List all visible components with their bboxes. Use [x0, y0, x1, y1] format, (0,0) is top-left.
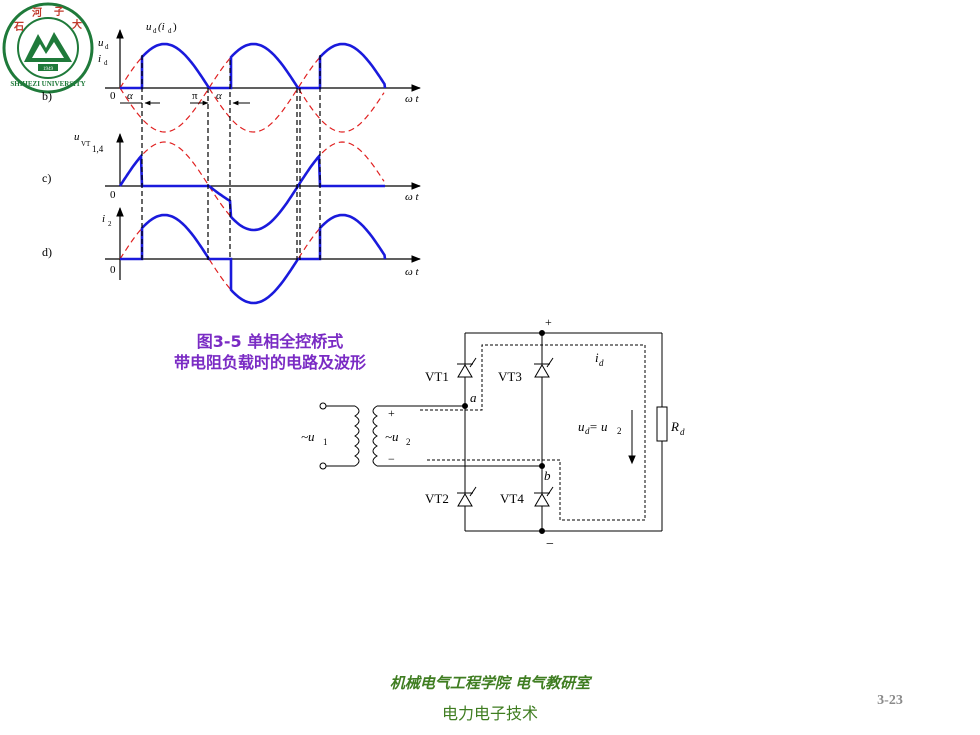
vt3-label: VT3 — [498, 369, 522, 384]
svg-text:VT: VT — [81, 140, 91, 148]
ud-waveform — [120, 42, 387, 90]
d-xlabel: ω t — [405, 266, 420, 278]
node-b-label: b — [544, 468, 551, 483]
d-ylabel: i — [102, 213, 105, 225]
vt1-label: VT1 — [425, 369, 449, 384]
svg-text:2: 2 — [617, 426, 622, 436]
secondary-winding — [372, 405, 378, 467]
b-alpha1: α — [127, 90, 133, 102]
logo-year: 1949 — [43, 67, 54, 72]
thyristor-vt3 — [534, 357, 554, 378]
b-pi: π — [192, 90, 198, 102]
primary-winding — [354, 405, 360, 467]
svg-text:1,4: 1,4 — [92, 144, 104, 154]
node-a-label: a — [470, 390, 477, 405]
vt2-label: VT2 — [425, 491, 449, 506]
b-origin: 0 — [110, 90, 116, 102]
u2-label: ~u — [385, 429, 399, 444]
c-origin: 0 — [110, 189, 116, 201]
university-logo: 1949 石 河 子 大 SHIHEZI UNIVERSITY — [2, 2, 94, 94]
logo-name: SHIHEZI UNIVERSITY — [10, 80, 85, 88]
svg-text:d: d — [105, 43, 109, 51]
figure-caption-line1: 图3-5 单相全控桥式 — [196, 332, 344, 351]
svg-text:1: 1 — [323, 437, 328, 447]
waveform-panel-d: i 2 d) 0 ω t — [42, 207, 421, 305]
thyristor-vt1 — [457, 357, 477, 378]
svg-text:d: d — [680, 427, 685, 437]
circuit-labels: + − VT1 VT3 VT2 VT4 a b i d u d = u 2 R … — [301, 315, 685, 552]
secondary-minus: − — [388, 452, 395, 466]
svg-text:河: 河 — [32, 7, 42, 19]
svg-text:子: 子 — [54, 6, 64, 18]
uvt-waveform — [118, 152, 385, 232]
b-legend-ud: u — [146, 21, 152, 33]
b-alpha2: α — [216, 90, 222, 102]
thyristor-vt4 — [534, 486, 554, 507]
svg-text:d: d — [585, 426, 590, 436]
b-ylabel-u: u — [98, 37, 104, 49]
page-number: 3-23 — [877, 693, 903, 708]
svg-text:d: d — [153, 27, 157, 35]
panel-c-label: c) — [42, 171, 51, 185]
plus-top: + — [545, 315, 552, 329]
c-ylabel: u — [74, 131, 80, 143]
figure-caption-line2: 带电阻负载时的电路及波形 — [173, 353, 366, 372]
svg-text:大: 大 — [72, 18, 82, 31]
panel-d-label: d) — [42, 245, 52, 259]
svg-text:2: 2 — [406, 437, 411, 447]
thyristor-vt2 — [457, 486, 477, 507]
b-xlabel: ω t — [405, 93, 420, 105]
logo-chinese: 石 — [13, 21, 24, 33]
panel-b-label: b) — [42, 89, 52, 103]
waveform-panel-b: u d i d u d (i d ) b) 0 α π α ω t — [42, 21, 421, 133]
svg-text:d: d — [168, 27, 172, 35]
svg-text:): ) — [173, 21, 177, 33]
id-label: i — [595, 350, 599, 365]
b-ylabel-i: i — [98, 53, 101, 65]
current-path — [420, 344, 646, 521]
vt4-label: VT4 — [500, 491, 524, 506]
b-legend-id: (i — [158, 21, 165, 33]
footer-department: 机械电气工程学院 电气教研室 — [389, 674, 591, 692]
rd-label: R — [670, 419, 679, 434]
bridge-circuit — [319, 330, 668, 534]
svg-text:d: d — [104, 59, 108, 67]
i2-waveform — [120, 213, 387, 305]
svg-text:2: 2 — [108, 220, 112, 228]
waveform-panel-c: u VT 1,4 c) 0 ω t — [42, 131, 421, 232]
load-resistor — [656, 406, 668, 442]
secondary-plus: + — [388, 406, 395, 420]
svg-text:d: d — [599, 358, 604, 368]
svg-text:= u: = u — [589, 419, 608, 434]
footer-course: 电力电子技术 — [441, 704, 538, 723]
d-origin: 0 — [110, 264, 116, 276]
c-xlabel: ω t — [405, 191, 420, 203]
ud-label: u — [578, 419, 585, 434]
u1-label: ~u — [301, 429, 315, 444]
minus-bottom: − — [546, 537, 554, 552]
timing-guides — [141, 55, 321, 260]
